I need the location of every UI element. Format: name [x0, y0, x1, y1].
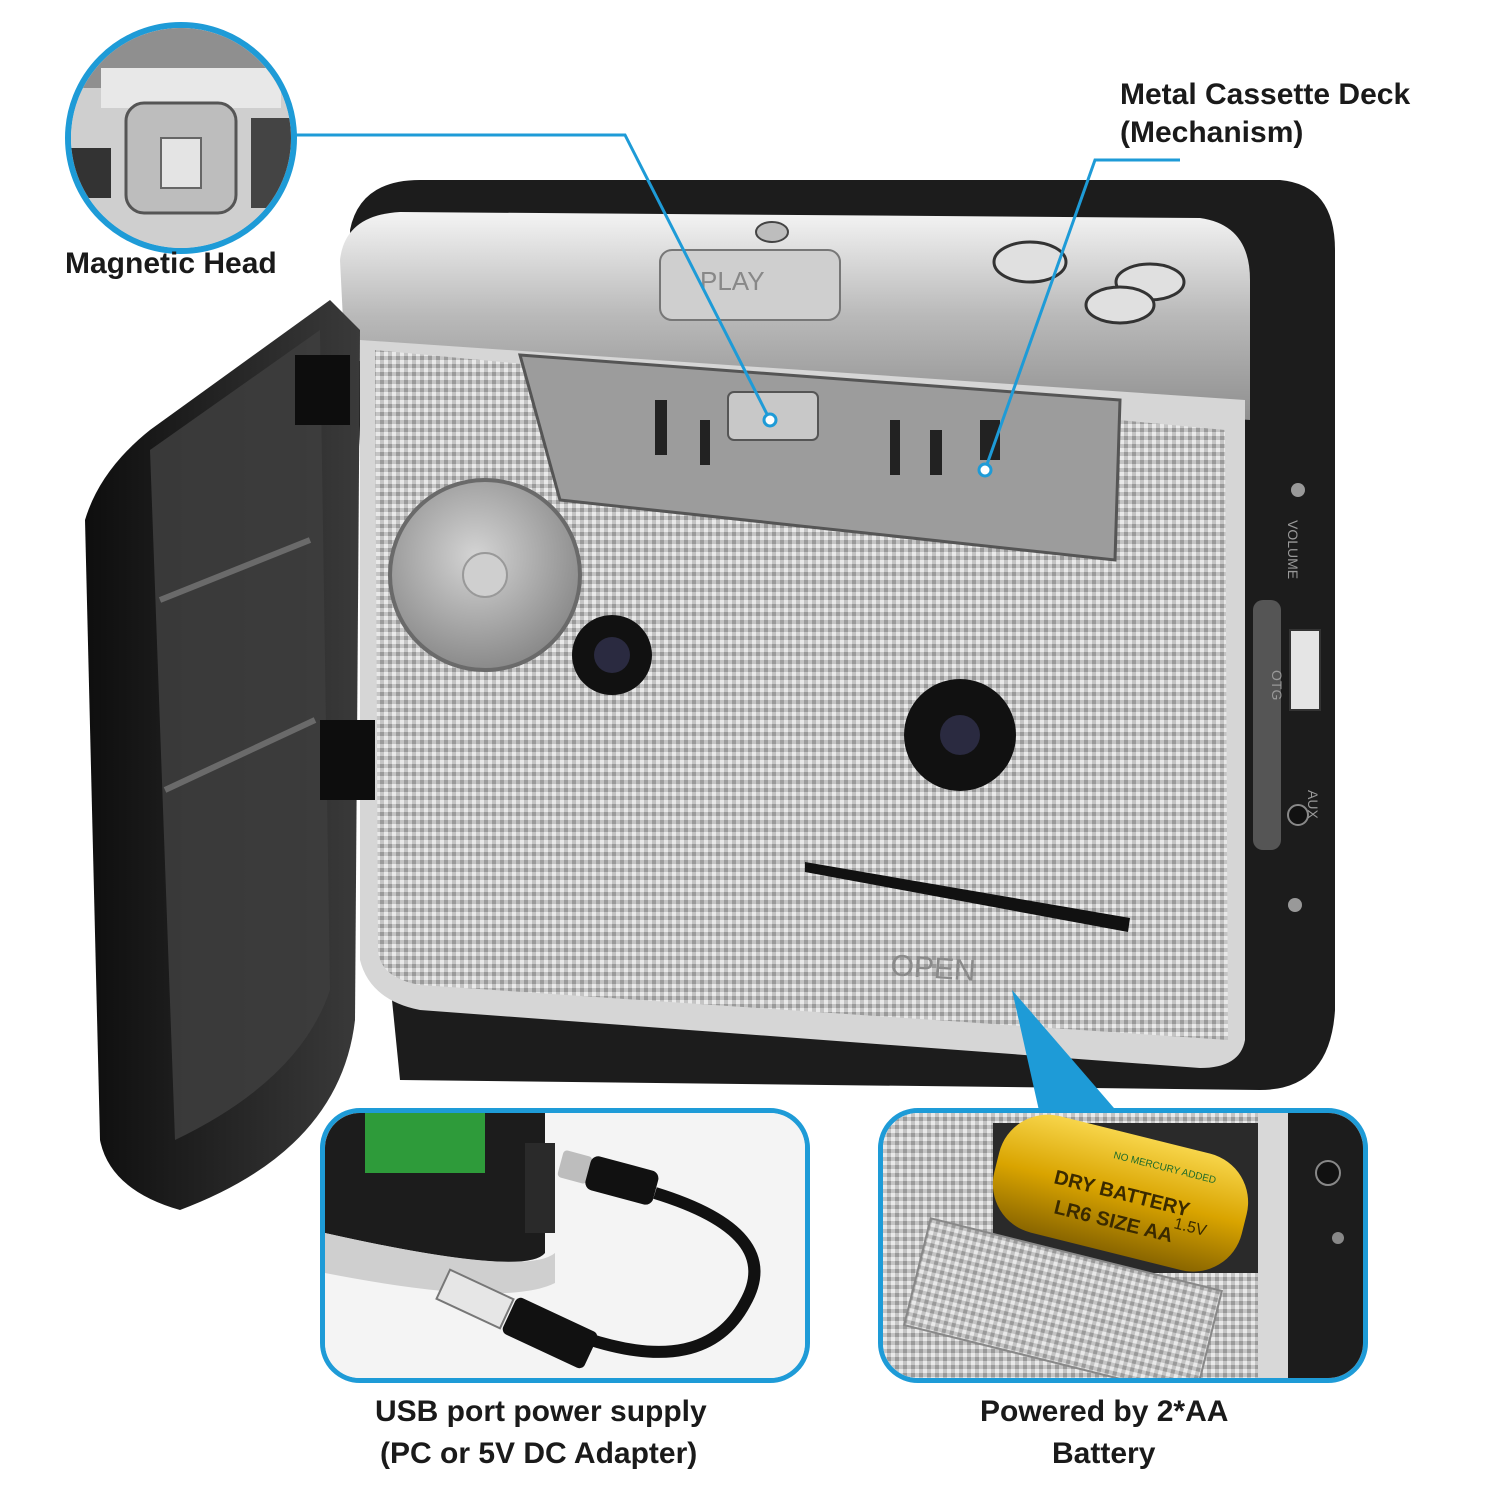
- battery-pointer: [1012, 990, 1120, 1115]
- volume-marking: VOLUME: [1285, 520, 1301, 579]
- battery-label-line2: Battery: [1052, 1437, 1156, 1470]
- battery-label-line1: Powered by 2*AA: [980, 1395, 1229, 1428]
- open-marking: OPEN: [890, 949, 977, 988]
- metal-deck-label-line2: (Mechanism): [1120, 116, 1304, 149]
- metal-deck-label-line1: Metal Cassette Deck: [1120, 78, 1411, 111]
- usb-label-line1: USB port power supply: [375, 1395, 707, 1428]
- battery-zoom: DRY BATTERY LR6 SIZE AA 1.5V NO MERCURY …: [878, 1108, 1368, 1383]
- aux-marking: AUX: [1305, 790, 1321, 819]
- usb-label-line2: (PC or 5V DC Adapter): [380, 1437, 698, 1470]
- usb-power-zoom: [320, 1108, 810, 1383]
- deck-mechanism: [517, 353, 1122, 562]
- deck-pointer: [983, 158, 1180, 471]
- play-marking: PLAY: [700, 266, 765, 296]
- magnetic-head-label: Magnetic Head: [65, 247, 277, 280]
- magnetic-head-pointer: [285, 133, 772, 421]
- magnetic-head-zoom: [65, 22, 297, 254]
- otg-marking: OTG: [1269, 670, 1285, 700]
